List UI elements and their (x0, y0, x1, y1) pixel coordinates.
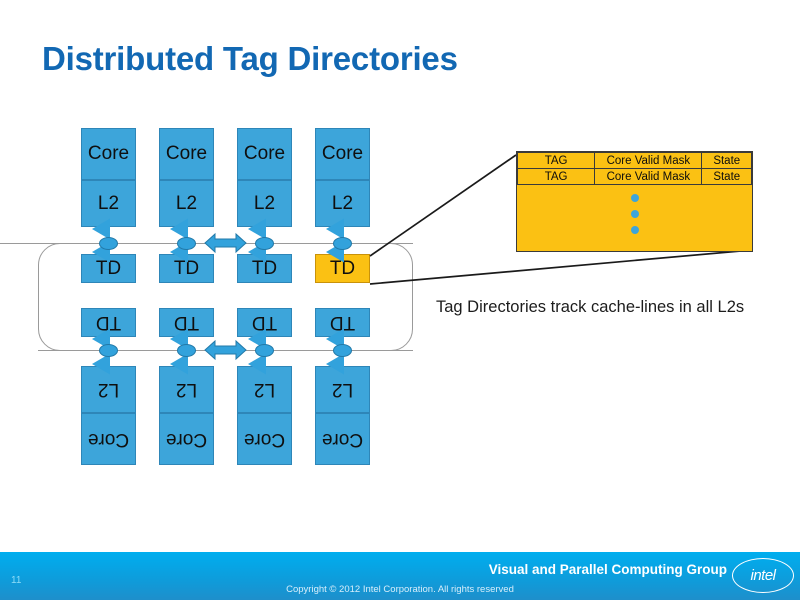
ring-node-top-1 (99, 237, 118, 250)
ring-rail-bottom (38, 350, 413, 352)
page-number: 11 (11, 575, 22, 586)
core-block-bottom-2: Core (159, 413, 214, 465)
l2-block-3: L2 (237, 180, 292, 227)
callout-leader-upper (369, 154, 517, 257)
slide-footer: 11 Visual and Parallel Computing Group C… (0, 552, 800, 600)
ring-node-top-3 (255, 237, 274, 250)
l2-block-bottom-2: L2 (159, 366, 214, 413)
ring-node-top-2 (177, 237, 196, 250)
callout-leader-lower (369, 249, 753, 285)
l2-block-bottom-1: L2 (81, 366, 136, 413)
l2-block-2: L2 (159, 180, 214, 227)
td-block-top-2: TD (159, 254, 214, 283)
page-title: Distributed Tag Directories (42, 40, 458, 77)
vertical-ellipsis (517, 194, 752, 234)
td-block-bottom-1: TD (81, 308, 136, 337)
l2-block-4: L2 (315, 180, 370, 227)
ring-node-bottom-4 (333, 344, 352, 357)
tag-directory-table: TAG Core Valid Mask State TAG Core Valid… (516, 152, 752, 185)
core-block-2: Core (159, 128, 214, 180)
ellipsis-dot (630, 210, 639, 218)
ring-node-bottom-3 (255, 344, 274, 357)
ellipsis-dot (630, 194, 639, 202)
table-row: TAG Core Valid Mask State (516, 168, 752, 185)
intel-logo-icon: intel (732, 558, 794, 593)
td-block-bottom-3: TD (237, 308, 292, 337)
cell-mask-2: Core Valid Mask (594, 168, 703, 185)
ring-node-bottom-2 (177, 344, 196, 357)
cell-tag-2: TAG (516, 168, 596, 185)
footer-copyright: Copyright © 2012 Intel Corporation. All … (286, 584, 514, 595)
cell-tag-1: TAG (516, 152, 596, 169)
ellipsis-dot (630, 226, 639, 234)
td-block-top-4-highlighted[interactable]: TD (315, 254, 370, 283)
core-block-bottom-4: Core (315, 413, 370, 465)
td-block-bottom-2: TD (159, 308, 214, 337)
cell-state-1: State (701, 152, 752, 169)
l2-block-1: L2 (81, 180, 136, 227)
cell-state-2: State (701, 168, 752, 185)
core-block-4: Core (315, 128, 370, 180)
l2-block-bottom-4: L2 (315, 366, 370, 413)
td-block-bottom-4: TD (315, 308, 370, 337)
core-block-3: Core (237, 128, 292, 180)
td-block-top-1: TD (81, 254, 136, 283)
core-block-bottom-1: Core (81, 413, 136, 465)
tag-directory-entry-callout: TAG Core Valid Mask State TAG Core Valid… (516, 151, 753, 252)
ring-rail-top-extension (0, 243, 40, 245)
td-block-top-3: TD (237, 254, 292, 283)
cell-mask-1: Core Valid Mask (594, 152, 703, 169)
ring-node-top-4 (333, 237, 352, 250)
l2-block-bottom-3: L2 (237, 366, 292, 413)
table-row: TAG Core Valid Mask State (516, 152, 752, 169)
caption-text: Tag Directories track cache-lines in all… (436, 298, 745, 316)
core-block-1: Core (81, 128, 136, 180)
core-block-bottom-3: Core (237, 413, 292, 465)
ring-rail-top (38, 243, 413, 245)
ring-node-bottom-1 (99, 344, 118, 357)
footer-group-name: Visual and Parallel Computing Group (488, 562, 727, 577)
